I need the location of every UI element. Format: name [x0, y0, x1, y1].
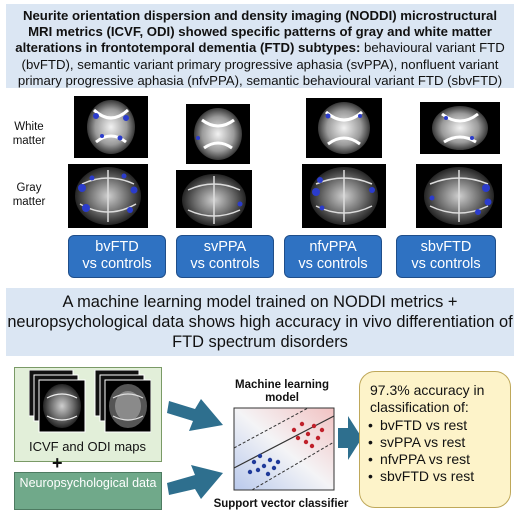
group-nfvppa-vs-controls: nfvPPA vs controls — [284, 235, 382, 278]
brain-nfvppa-white — [306, 98, 382, 158]
model-caption: Support vector classifier — [213, 498, 349, 510]
arrow-model-to-result-icon — [338, 416, 362, 460]
group-svppa-label: svPPA — [203, 239, 247, 255]
group-bvftd-vs-controls: bvFTD vs controls — [68, 235, 166, 278]
svm-illustration — [233, 407, 335, 491]
group-nfvppa-sublabel: vs controls — [298, 256, 368, 272]
svm-margin-lower — [251, 441, 335, 491]
svm-margin-upper — [233, 407, 309, 449]
result-item-sbvftd: sbvFTD vs rest — [368, 468, 504, 485]
group-nfvppa-label: nfvPPA — [309, 239, 357, 255]
brain-bvftd-gray — [68, 164, 148, 228]
banner-bold-text: Neurite orientation dispersion and densi… — [15, 8, 498, 56]
mri-stack-right — [94, 370, 151, 433]
input-arrows — [167, 399, 223, 499]
brain-nfvppa-gray — [302, 164, 386, 228]
ml-summary-banner: A machine learning model trained on NODD… — [6, 288, 514, 356]
group-svppa-vs-controls: svPPA vs controls — [176, 235, 274, 278]
neuropsychological-data-box: Neuropsychological data — [14, 472, 162, 510]
arrow-maps-to-model-icon — [167, 399, 223, 431]
icvf-odi-maps-box: ICVF and ODI maps — [14, 367, 162, 462]
plus-sign: + — [52, 453, 63, 473]
result-item-nfvppa: nfvPPA vs rest — [368, 451, 504, 468]
brain-bvftd-white — [74, 96, 148, 158]
svm-red-points — [291, 421, 325, 449]
group-svppa-sublabel: vs controls — [190, 256, 260, 272]
brain-sbvftd-gray — [416, 164, 502, 228]
svm-blue-points — [247, 453, 281, 477]
maps-label: ICVF and ODI maps — [28, 439, 147, 454]
model-title: Machine learning model — [235, 379, 329, 404]
mri-slices-stack — [29, 370, 151, 433]
result-item-bvftd: bvFTD vs rest — [368, 417, 504, 434]
group-bvftd-sublabel: vs controls — [82, 256, 152, 272]
result-item-svppa: svPPA vs rest — [368, 434, 504, 451]
arrow-neuro-to-model-icon — [167, 465, 223, 499]
banner-subtypes-text: behavioural variant FTD (bvFTD), semanti… — [17, 40, 505, 88]
group-sbvftd-vs-controls: sbvFTD vs controls — [396, 235, 496, 278]
brain-svppa-gray — [176, 170, 252, 228]
result-heading: 97.3% accuracy in classification of: — [370, 382, 485, 415]
brain-images-grid — [68, 96, 502, 228]
brain-sbvftd-white — [420, 102, 500, 154]
result-list: bvFTD vs rest svPPA vs rest nfvPPA vs re… — [368, 417, 504, 485]
top-summary-banner: Neurite orientation dispersion and densi… — [6, 4, 514, 88]
row-label-white-matter: White matter — [12, 121, 46, 147]
brain-svppa-white — [186, 104, 250, 164]
mri-stack-left — [29, 370, 86, 433]
group-sbvftd-sublabel: vs controls — [411, 256, 481, 272]
group-sbvftd-label: sbvFTD — [420, 239, 472, 255]
svm-plot-area — [233, 407, 335, 491]
group-bvftd-label: bvFTD — [95, 239, 139, 255]
accuracy-result-box: 97.3% accuracy in classification of: bvF… — [359, 371, 511, 508]
row-label-gray-matter: Gray matter — [12, 182, 46, 208]
svm-hyperplane — [233, 415, 335, 469]
